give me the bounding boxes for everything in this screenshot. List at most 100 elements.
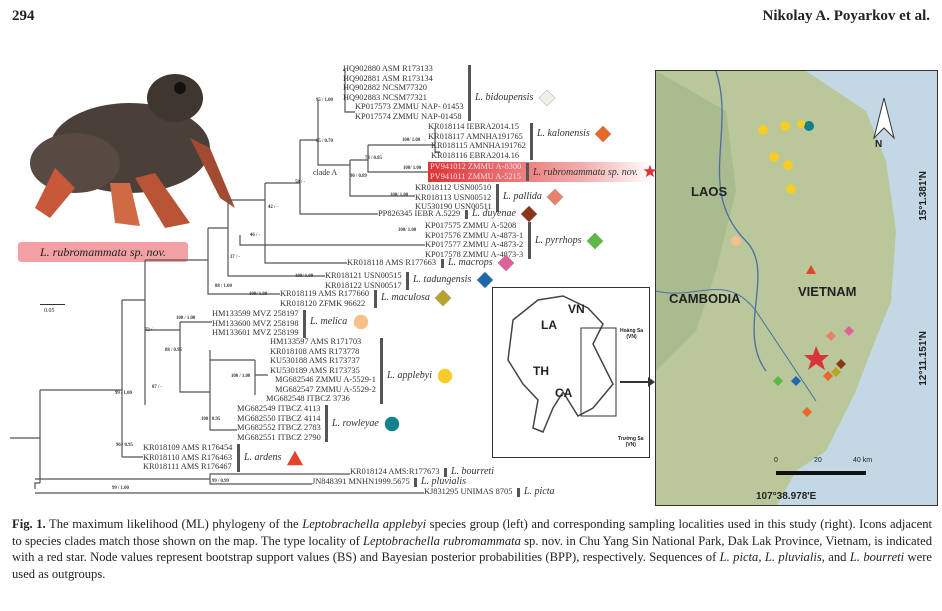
species-label: L. tadungensis (413, 274, 472, 285)
clade-bar (414, 478, 417, 487)
caption-segment: species group (left) and corresponding s… (12, 517, 932, 548)
sample-label: KU530190 USN00511 (415, 202, 492, 211)
sample-label: KR018114 IEBRA2014.15 (428, 122, 519, 131)
clade-bar (441, 259, 444, 268)
diamond-icon (546, 188, 564, 206)
sample-label: MG682552 ITBCZ 2783 (237, 423, 321, 432)
inset-label-vn: VN (568, 302, 585, 316)
sample-label: HQ902881 ASM R173134 (343, 73, 433, 83)
node-support-value: 96 / 0.95 (116, 443, 133, 448)
sample-label: HM133601 MVZ 258199 (212, 328, 299, 337)
scale-bar-label: 0.05 (44, 308, 55, 314)
species-label: L. picta (524, 486, 555, 497)
clade-bar (528, 222, 531, 259)
scale-bar (40, 304, 65, 305)
caption-segment: L. bourreti (849, 550, 905, 564)
sample-label: KP017577 ZMMU A-4873-2 (425, 240, 524, 249)
node-support-value: 100/ 1.00 (402, 138, 421, 143)
hoang-sa: Hoàng Sa (620, 328, 644, 334)
clade-bar (517, 488, 520, 497)
diamond-icon (520, 205, 538, 223)
scale-0: 0 (774, 457, 778, 464)
clade-bar (444, 468, 447, 477)
species-label: L. ardens (244, 452, 282, 463)
species-label: L. pallida (503, 191, 542, 202)
map-label-laos: LAOS (691, 184, 728, 199)
caption-segment: , (758, 550, 765, 564)
clade-bar (374, 290, 377, 308)
sample-label: HM133599 MVZ 258197 (212, 309, 299, 318)
species-label: L. bidoupensis (475, 92, 534, 103)
map-label-vietnam: VIETNAM (798, 284, 857, 299)
node-support-value: 46 / - (250, 233, 261, 238)
sample-label: PV941011 ZMMU A-5215 (430, 171, 521, 181)
species-label: L. maculosa (381, 292, 430, 303)
node-support-value: 58 / - (295, 180, 306, 185)
node-support-value: 72 / - (145, 328, 156, 333)
latitude-label-2: 12°11.151'N (918, 331, 929, 386)
species-label: L. rowleyae (332, 418, 379, 429)
caption-segment: , and (821, 550, 850, 564)
sample-label: KR018111 AMS R176467 (143, 462, 232, 471)
node-support-value: 100/ 1.00 (398, 228, 417, 233)
clade-bar (496, 184, 499, 212)
sample-label: HQ902880 ASM R173133 (343, 64, 433, 73)
diamond-icon (476, 271, 494, 289)
node-support-value: 95 / 1.00 (316, 98, 333, 103)
arrow-icon (620, 377, 655, 387)
node-support-value: 42 / - (268, 205, 279, 210)
clade-bar (325, 405, 328, 442)
sample-label: KP017575 ZMMU A-5208 (425, 221, 517, 230)
sample-label: HQ902882 NCSM77320 (343, 83, 427, 92)
sample-label: KJ831295 UNIMAS 8705 (424, 487, 513, 496)
caption-segment: L. picta (719, 550, 759, 564)
sample-label: KR018124 AMS:R177673 (350, 467, 440, 476)
circle-icon (353, 314, 369, 330)
node-support-value: 100/ 1.00 (249, 292, 268, 297)
caption-segment: Leptobrachella applebyi (302, 517, 427, 531)
species-label: L. bourreti (451, 466, 494, 477)
inset-label-truong-sa: Trường Sa(VN) (618, 436, 644, 448)
sample-label: HQ902883 NCSM77321 (343, 92, 427, 102)
sample-label: KR018120 ZFMK 96622 (280, 298, 366, 308)
node-support-value: 90 / 0.89 (350, 174, 367, 179)
circle-icon (384, 416, 400, 432)
sample-label: KP017574 ZMMU NAP-01458 (355, 111, 462, 121)
north-arrow-label: N (875, 139, 883, 150)
species-label: L. pyrrhops (535, 235, 582, 246)
clade-bar (526, 163, 529, 181)
node-support-value: clade A (313, 168, 338, 177)
inset-map: LA VN TH CA Hoàng Sa(VN) Trường Sa(VN) (492, 287, 650, 458)
new-species-highlight (428, 162, 653, 182)
caption-segment: Fig. 1. (12, 517, 46, 531)
inset-label-ca: CA (555, 386, 573, 400)
sample-label: KP017573 ZMMU NAP- 01453 (355, 102, 464, 111)
node-support-value: 99 / 1.00 (115, 391, 132, 396)
sample-label: MG682551 ITBCZ 2790 (237, 432, 321, 442)
sample-label: PV941012 ZMMU A-8300 (430, 162, 522, 171)
diamond-icon (497, 254, 515, 272)
node-support-value: 100 / 1.00 (176, 316, 196, 321)
node-support-value: 100 / 1.00 (231, 374, 251, 379)
sample-label: KR018119 AMS R177660 (280, 289, 370, 298)
sample-label: KR018115 AMNHA191762 (431, 141, 526, 150)
longitude-label: 107°38.978'E (756, 491, 817, 502)
figure-caption: Fig. 1. The maximum likelihood (ML) phyl… (12, 516, 932, 582)
clade-bar (530, 123, 533, 160)
sample-label: KR018108 AMS R173778 (270, 346, 360, 356)
triangle-icon (286, 450, 304, 466)
sample-label: KR018117 AMNHA191765 (428, 131, 523, 141)
caption-segment: were used as outgroups. (12, 550, 932, 581)
node-support-value: 100 / 0.95 (201, 417, 221, 422)
node-support-value: 100/ 1.00 (295, 274, 314, 279)
inset-label-th: TH (533, 364, 549, 378)
frog-photo (30, 74, 235, 228)
species-label: L. rubromammata sp. nov. (533, 167, 639, 178)
running-header: Nikolay A. Poyarkov et al. (762, 8, 931, 24)
node-support-value: 88 / 1.00 (215, 284, 232, 289)
sample-label: MG682550 ITBCZ 4114 (237, 413, 321, 423)
sample-label: KR018112 USN00510 (415, 183, 492, 192)
node-support-value: 78 / 0.85 (365, 156, 382, 161)
clade-bar (465, 210, 468, 219)
node-support-value: 37 / - (230, 255, 241, 260)
